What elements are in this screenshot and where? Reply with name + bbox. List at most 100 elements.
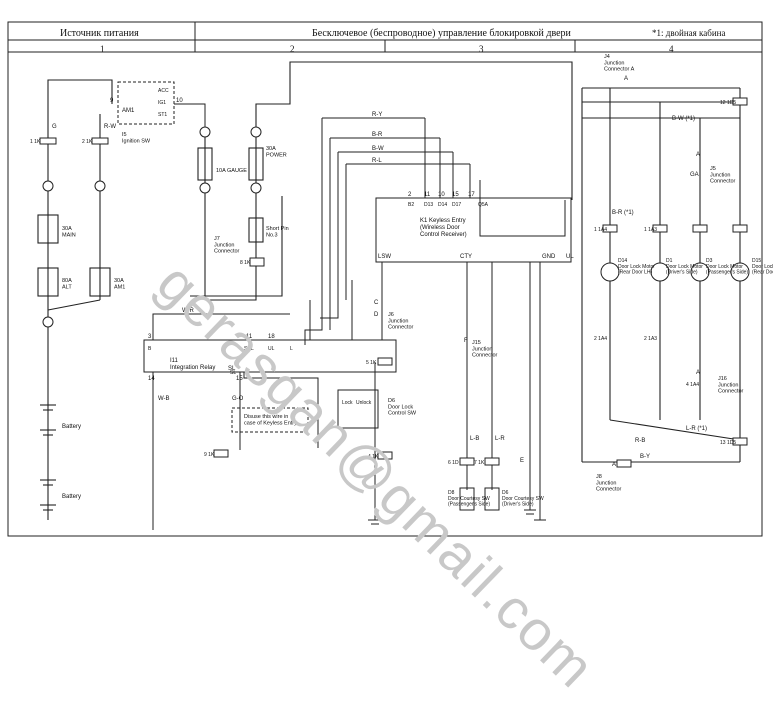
door-lock-motor-rear-lh [600, 262, 620, 282]
keyless-entry-box [375, 197, 572, 263]
door-lock-motor-driver [650, 262, 670, 282]
note-box [231, 407, 309, 433]
battery-label: Battery [62, 494, 81, 500]
integration-relay-box [143, 339, 397, 373]
pin-number: 11 [246, 334, 253, 340]
junction-letter: F [464, 338, 468, 344]
wire-label: G-O [232, 396, 244, 402]
pin-label: LSW [378, 254, 391, 260]
pin-name: UL [268, 346, 275, 352]
pin-number: 14 [148, 376, 155, 382]
diagram-title: Бесключевое (беспроводное) управление бл… [312, 28, 571, 39]
column-number: 3 [479, 44, 484, 54]
connector-code: 1 1A3 [644, 227, 657, 233]
ign-position: ACC [158, 88, 169, 94]
pin-label: GND [542, 254, 556, 260]
pin-number: 18 [268, 334, 275, 340]
junction-letter: C [374, 300, 379, 306]
wire-label: B-Y [640, 454, 650, 460]
connector-code: 9 1K [204, 452, 215, 458]
ign-position: IG1 [158, 100, 166, 106]
wire-label: R-W [104, 124, 116, 130]
connector-code: 2 1A3 [644, 336, 657, 342]
column-number: 2 [290, 44, 295, 54]
connector-code: 4 1K [368, 454, 379, 460]
column-number: 4 [669, 44, 674, 54]
pin-number: 3 [148, 334, 152, 340]
pin-label: CTY [460, 254, 472, 260]
component-label: AM1 [122, 108, 135, 114]
pin-name: B [148, 346, 152, 352]
wire-label: W-B [158, 396, 170, 402]
pin-number: 17 [468, 192, 475, 198]
door-lock-motor-rear-rh [730, 262, 750, 282]
connector-node [199, 126, 211, 138]
connector-code: 13 1D5 [720, 440, 736, 446]
connector-code: 6 1D [448, 460, 459, 466]
connector-node [250, 182, 262, 194]
pin-number: 15 [236, 376, 243, 382]
wire-label: R-B [635, 438, 645, 444]
column-number: 1 [100, 44, 105, 54]
connector-code: 5 1K [366, 360, 377, 366]
sw-pin-label: Unlock [356, 400, 372, 406]
junction-letter: A [696, 152, 700, 158]
wiring-diagram: Источник питания Бесключевое (беспроводн… [7, 21, 773, 700]
connector-node [42, 180, 54, 192]
pin-name: D14 [438, 202, 447, 208]
ignition-switch-box [117, 81, 175, 125]
junction-letter: D [374, 312, 379, 318]
pin-name: D13 [424, 202, 433, 208]
wire-label: R-Y [372, 112, 382, 118]
pin-number: 10 [176, 98, 183, 104]
wire-label: L-R (*1) [686, 426, 707, 432]
pin-number: 15 [452, 192, 459, 198]
pin-number: 9 [110, 98, 114, 104]
pin-name: L [290, 346, 293, 352]
connector-node [94, 180, 106, 192]
connector-code: 2 1A4 [594, 336, 607, 342]
pin-label: SL [228, 366, 236, 372]
pin-number: 11 [424, 192, 431, 198]
pin-name: SUL [244, 346, 254, 352]
ign-position: ST1 [158, 112, 167, 118]
pin-number: 2 [408, 192, 412, 198]
connector-code: 1 1K [30, 139, 41, 145]
connector-code: 2 1K [82, 139, 93, 145]
battery-label: Battery [62, 424, 81, 430]
junction-letter: E [520, 458, 524, 464]
connector-code: 8 1K [240, 260, 251, 266]
wire-label: B-W (*1) [672, 116, 695, 122]
wire-label: B-R (*1) [612, 210, 634, 216]
wire-label: R-L [372, 158, 382, 164]
wire-label: L-B [470, 436, 479, 442]
connector-node [199, 182, 211, 194]
connector-node [250, 126, 262, 138]
diagram-frame [7, 21, 763, 537]
footnote: *1: двойная кабина [652, 28, 726, 38]
pin-name: SL [230, 370, 236, 376]
connector-code: 4 1A4 [686, 382, 699, 388]
junction-letter: GA [690, 172, 699, 178]
connector-node [42, 316, 54, 328]
pin-label: UL [566, 254, 574, 260]
pin-name: D17 [452, 202, 461, 208]
wire-label: L-R [495, 436, 505, 442]
